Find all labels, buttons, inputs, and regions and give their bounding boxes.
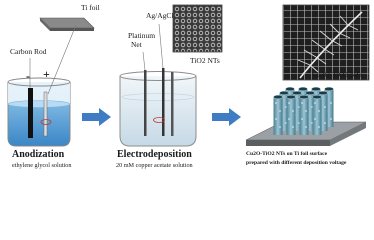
cu2o-particle — [279, 126, 281, 128]
ag-agcl-label: Ag/AgCl — [146, 11, 174, 20]
carbon-rod — [28, 88, 33, 138]
nanotube-opening — [279, 90, 289, 96]
nanotube — [299, 97, 309, 135]
tio2-sem-image — [172, 4, 223, 53]
result-caption-line2: prepared with different deposition volta… — [246, 160, 347, 166]
cu2o-particle — [314, 118, 316, 120]
cu2o-particle — [305, 126, 307, 128]
anodization-title: Anodization — [12, 149, 65, 160]
tio2-nts-label: TiO2 NTs — [190, 56, 220, 65]
cu2o-particle — [318, 126, 320, 128]
result-caption-line1: Cu2O-TiO2 NTs on Ti foil surface — [246, 151, 328, 157]
nanotube-opening — [285, 86, 295, 92]
plus-sign: + — [43, 67, 50, 81]
cu2o-particle — [288, 118, 290, 120]
anodization-subtitle: ethylene glycol solution — [12, 162, 72, 169]
nanotube — [273, 97, 283, 135]
flow-arrow-icon — [212, 108, 241, 126]
minus-sign: - — [26, 69, 30, 83]
nanotube-opening — [305, 90, 315, 96]
nanotube — [318, 93, 328, 131]
nanotube-columns — [273, 86, 334, 135]
cu2o-particle — [298, 106, 300, 108]
net-label: Net — [131, 40, 142, 49]
nanotube-opening — [324, 86, 334, 92]
cu2o-particle — [324, 122, 326, 124]
nanotube — [286, 97, 296, 135]
cu2o-particle — [292, 110, 294, 112]
cu2o-particle — [314, 102, 316, 104]
cu2o-particle — [311, 106, 313, 108]
cu2o-particle — [301, 102, 303, 104]
nanotube-opening — [286, 94, 296, 100]
nanotube — [292, 93, 302, 131]
cu2o-particle — [279, 110, 281, 112]
cu2o-particle — [292, 126, 294, 128]
electrodeposition-beaker — [119, 68, 197, 147]
cu2o-particle — [301, 118, 303, 120]
cu2o-particle — [311, 122, 313, 124]
ring-icon — [153, 117, 165, 123]
nanotube-opening — [299, 94, 309, 100]
cu2o-particle — [324, 106, 326, 108]
cu2o-particle — [275, 102, 277, 104]
nanotube-opening — [292, 90, 302, 96]
flow-arrow-icon — [82, 108, 111, 126]
nanotube-opening — [312, 94, 322, 100]
nanotube-opening — [273, 94, 283, 100]
platinum-leader — [142, 51, 146, 71]
cu2o-tio2-nts-label: Cu2O-TiO2 NTs — [312, 70, 363, 79]
ti-foil-working-electrode — [171, 72, 174, 136]
cu2o-particle — [285, 122, 287, 124]
cu2o-particle — [330, 118, 332, 120]
carbon-rod-label: Carbon Rod — [10, 47, 47, 56]
cu2o-tio2-sem-image — [282, 4, 370, 81]
ti-foil-plate — [39, 17, 95, 31]
ag-agcl-electrode — [162, 68, 165, 136]
ti-foil-leader — [47, 24, 77, 95]
ring-icon — [40, 119, 52, 125]
cu2o-particle — [285, 106, 287, 108]
nanotube-opening — [311, 86, 321, 92]
nanotube-opening — [298, 86, 308, 92]
cu2o-particle — [288, 102, 290, 104]
anodization-beaker — [7, 77, 71, 147]
platinum-label: Platinum — [128, 31, 156, 40]
nanotube — [312, 97, 322, 135]
cu2o-particle — [298, 122, 300, 124]
electrodeposition-title: Electrodeposition — [117, 149, 192, 160]
nanotube — [324, 89, 334, 127]
cu2o-particle — [305, 110, 307, 112]
cu2o-particle — [318, 110, 320, 112]
cu2o-particle — [330, 102, 332, 104]
ti-foil-label: Ti foil — [81, 3, 100, 12]
nanotube — [305, 93, 315, 131]
cu2o-particle — [275, 118, 277, 120]
process-diagram — [7, 4, 370, 147]
nanotube — [279, 93, 289, 131]
nanotube-opening — [318, 90, 328, 96]
electrodeposition-subtitle: 20 mM copper acetate solution — [116, 162, 193, 169]
ti-foil-electrode — [43, 91, 48, 137]
platinum-net-electrode — [144, 70, 147, 136]
ag-agcl-leader — [158, 23, 164, 69]
